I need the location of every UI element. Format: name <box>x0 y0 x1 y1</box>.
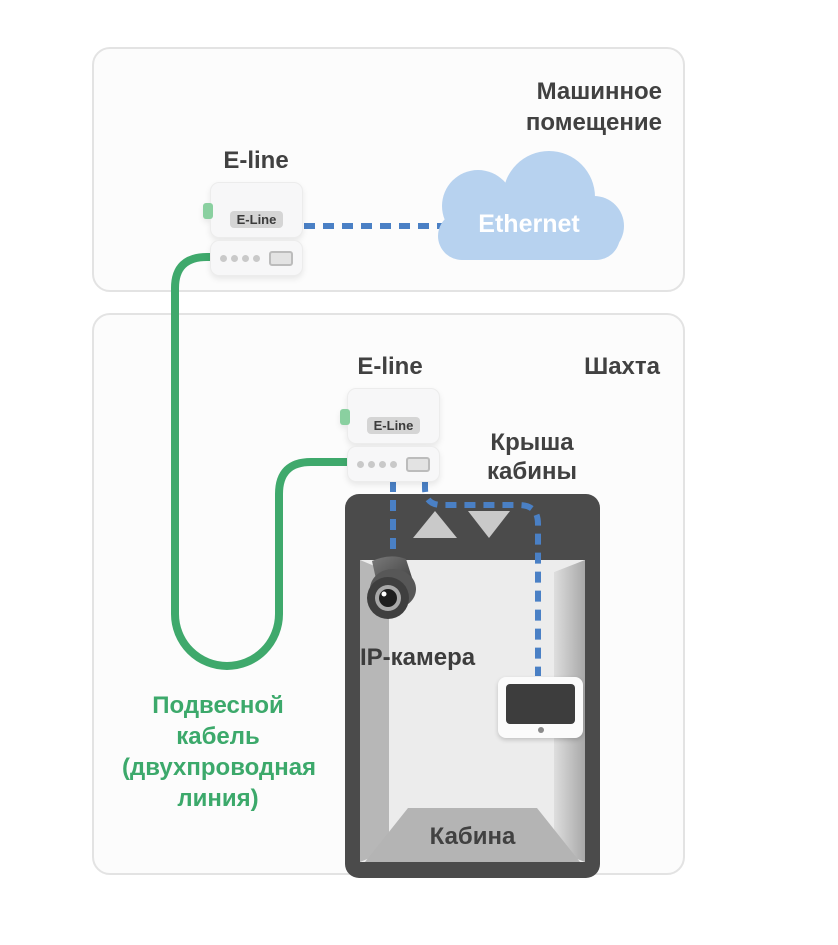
e-line-label-machine-room: E-line <box>223 147 289 174</box>
terminal-connector-icon <box>203 203 213 219</box>
display-screen <box>506 684 575 724</box>
cabin-roof-label: Крыша кабины <box>487 429 577 485</box>
device-port-row <box>347 446 440 482</box>
status-leds-icon <box>357 460 397 468</box>
led-icon <box>368 460 375 468</box>
device-port-row <box>210 240 303 276</box>
status-leds-icon <box>220 254 260 262</box>
shaft-title: Шахта <box>584 353 660 380</box>
ethernet-port-icon <box>269 250 293 266</box>
led-icon <box>390 460 397 468</box>
led-icon <box>242 254 249 262</box>
ethernet-port-icon <box>406 456 430 472</box>
e-line-label-shaft: E-line <box>357 353 423 380</box>
led-icon <box>220 254 227 262</box>
ethernet-label: Ethernet <box>478 210 580 238</box>
led-icon <box>253 254 260 262</box>
ethernet-cloud: Ethernet <box>435 150 624 262</box>
suspension-cable-label: Подвесной кабель (двухпроводная линия) <box>122 692 317 812</box>
device-front: E-Line <box>340 388 440 444</box>
e-line-device-machine-room: E-Line <box>203 182 303 276</box>
ip-camera-icon <box>367 556 416 619</box>
display-home-button-icon <box>538 727 544 733</box>
down-arrow-icon <box>468 511 510 538</box>
terminal-connector-icon <box>340 409 350 425</box>
ip-camera-label: IP-камера <box>360 644 476 671</box>
cloud-base <box>438 212 620 260</box>
up-arrow-icon <box>413 511 457 538</box>
device-badge: E-Line <box>229 211 284 228</box>
cabin-label: Кабина <box>429 823 516 850</box>
cabin-display <box>498 677 583 738</box>
device-badge: E-Line <box>366 417 421 434</box>
cabin-floor: Кабина <box>365 808 580 862</box>
led-icon <box>379 460 386 468</box>
led-icon <box>357 460 364 468</box>
machine-room-title: Машинное помещение <box>525 78 662 136</box>
led-icon <box>231 254 238 262</box>
e-line-device-shaft: E-Line <box>340 388 440 482</box>
device-front: E-Line <box>203 182 303 238</box>
